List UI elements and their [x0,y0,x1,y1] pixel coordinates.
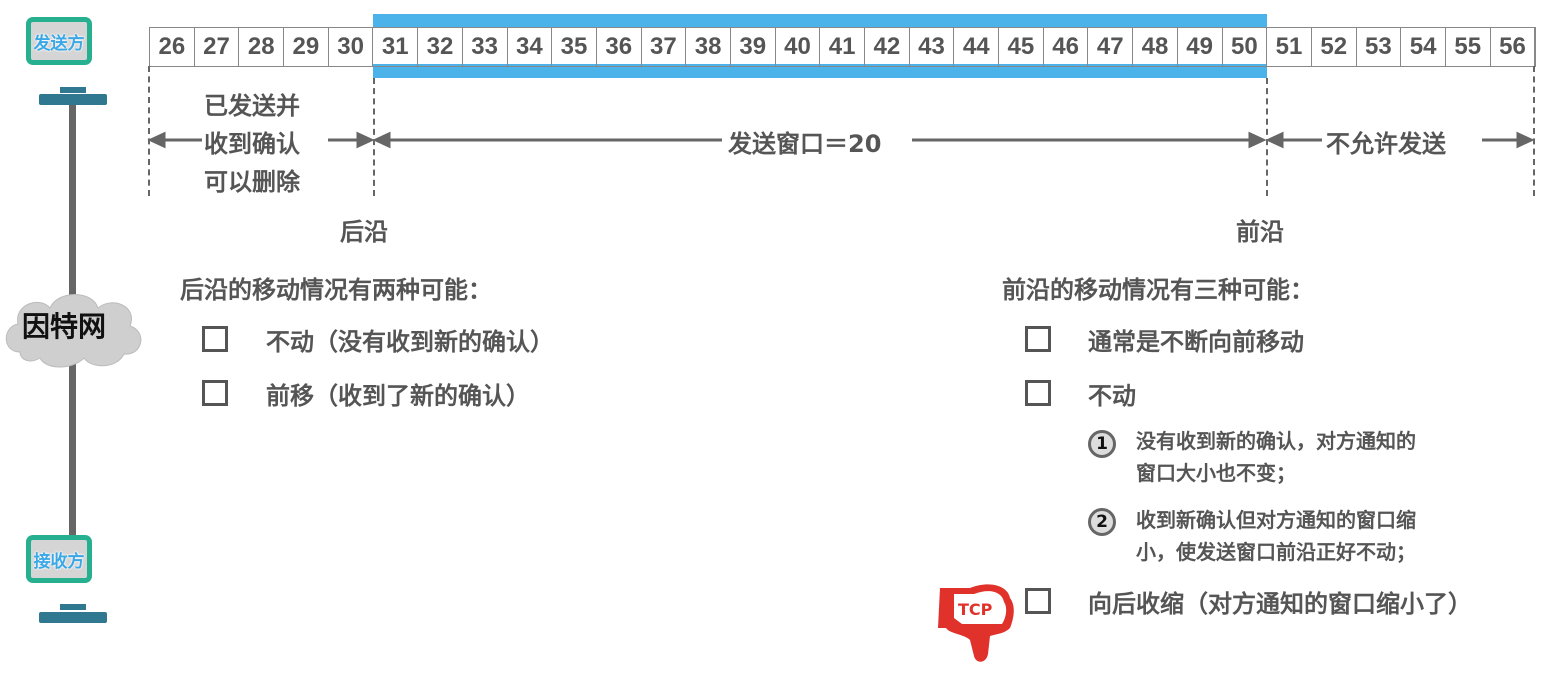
checkbox [1025,380,1051,406]
receiver-stand-neck [60,604,86,610]
sequence-cell: 28 [239,28,285,66]
sequence-cell: 35 [552,28,597,66]
sub-item-1-line-1: 没有收到新的确认，对方通知的 [1136,429,1416,453]
boundary-right [1533,66,1535,196]
checkbox [202,326,228,352]
sequence-cell: 26 [150,28,195,66]
sequence-cell: 31 [373,28,419,66]
trailing-move-2: 前移（收到了新的确认） [266,382,530,410]
sequence-cell: 53 [1357,28,1402,66]
sequence-cell: 40 [776,28,821,66]
sequence-cell: 46 [1044,28,1089,66]
sub-item-1-line-2: 窗口大小也不变； [1136,461,1296,485]
sequence-cell: 56 [1491,28,1536,66]
leading-move-2: 不动 [1088,382,1136,410]
sequence-cell: 33 [463,28,508,66]
sequence-cell: 42 [865,28,910,66]
receiver-label: 接收方 [31,540,87,578]
sequence-cell: 48 [1133,28,1178,66]
trailing-move-1: 不动（没有收到新的确认） [266,328,554,356]
acked-label-2: 收到确认 [204,130,300,158]
internet-cloud-icon [5,294,142,368]
sender-label: 发送方 [31,22,87,60]
window-size-label: 发送窗口＝20 [728,130,882,158]
not-allowed-label: 不允许发送 [1326,130,1446,158]
sequence-cell: 41 [820,28,865,66]
window-bar-top [373,14,1267,27]
range-arrows [147,131,1535,149]
sub-item-2-line-2: 小，使发送窗口前沿正好不动； [1136,540,1416,564]
sender-stand [39,94,107,105]
sequence-cell: 29 [284,28,329,66]
trailing-edge-label: 后沿 [340,218,388,246]
sequence-cell: 32 [418,28,463,66]
trailing-moves-title: 后沿的移动情况有两种可能： [180,276,492,304]
sequence-cell: 52 [1312,28,1357,66]
checkbox [202,380,228,406]
receiver-host: 接收方 [26,535,92,583]
sequence-cell: 55 [1446,28,1491,66]
sequence-cell: 54 [1401,28,1446,66]
sender-stand-neck [60,87,86,93]
leading-move-1: 通常是不断向前移动 [1088,328,1304,356]
boundary-trailing [373,78,375,196]
receiver-stand [39,612,107,623]
number-badge-1: 1 [1088,430,1116,458]
leading-edge-label: 前沿 [1236,218,1284,246]
sub-item-2-line-1: 收到新确认但对方通知的窗口缩 [1136,508,1416,532]
tcp-badge-label: TCP [958,600,993,619]
checkbox [1025,588,1051,614]
sequence-cell: 51 [1267,28,1312,66]
leading-moves-title: 前沿的移动情况有三种可能： [1002,276,1314,304]
thumbs-down-icon [938,584,1014,662]
window-bar-bottom [373,64,1267,78]
sequence-cell: 44 [954,28,1000,66]
sequence-cell: 36 [597,28,642,66]
sequence-cell: 34 [508,28,553,66]
sequence-cell: 47 [1088,28,1134,66]
leading-move-3: 向后收缩（对方通知的窗口缩小了） [1088,590,1472,618]
sequence-cell: 43 [910,28,955,66]
acked-label-1: 已发送并 [204,92,300,120]
sequence-cell: 49 [1178,28,1223,66]
acked-label-3: 可以删除 [204,168,300,196]
boundary-left [148,66,150,196]
sender-host: 发送方 [26,17,92,65]
checkbox [1025,326,1051,352]
internet-label: 因特网 [22,310,107,343]
sequence-cell: 45 [999,28,1044,66]
sequence-cell: 39 [731,28,776,66]
sequence-cell: 37 [642,28,687,66]
sequence-cell: 30 [329,28,374,66]
sequence-cell: 27 [195,28,240,66]
number-badge-2: 2 [1088,508,1116,536]
sequence-cell: 38 [686,28,731,66]
sequence-cell: 50 [1223,28,1268,66]
boundary-leading [1266,78,1268,196]
